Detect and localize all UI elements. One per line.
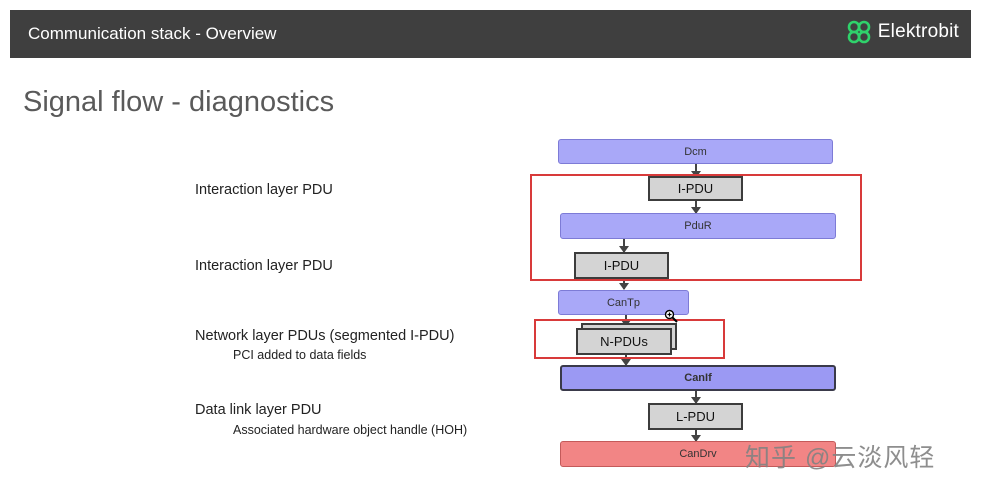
module-pdur: PduR	[560, 213, 836, 239]
slide-header: Communication stack - Overview Elektrobi…	[10, 10, 971, 58]
pdu-i-pdu-1: I-PDU	[648, 176, 743, 201]
label-interaction-layer-pdu-1: Interaction layer PDU	[195, 182, 333, 198]
label-data-link-sub: Associated hardware object handle (HOH)	[233, 423, 468, 437]
arrow-canif-to-lpdu	[691, 390, 701, 404]
highlight-network-layer	[534, 319, 725, 359]
label-network-layer-pdus: Network layer PDUs (segmented I-PDU)	[195, 328, 455, 344]
highlight-interaction-layer	[530, 174, 862, 281]
arrow-lpdu-to-candrv	[691, 430, 701, 442]
arrow-ipdu-to-cantp	[619, 278, 629, 290]
module-candrv: CanDrv	[560, 441, 836, 467]
brand: Elektrobit	[846, 19, 959, 45]
label-data-link-layer-pdu: Data link layer PDU	[195, 402, 322, 418]
module-dcm: Dcm	[558, 139, 833, 164]
arrow-pdur-to-ipdu	[619, 239, 629, 253]
arrow-npdus-to-canif	[621, 354, 631, 366]
pdu-i-pdu-2: I-PDU	[574, 252, 669, 279]
watermark: 知乎 @云淡风轻	[745, 444, 936, 472]
pdu-n-pdus: N-PDUs	[576, 328, 672, 355]
arrow-ipdu-to-pdur	[691, 200, 701, 214]
pdu-l-pdu: L-PDU	[648, 403, 743, 430]
brand-name: Elektrobit	[877, 21, 959, 42]
label-interaction-layer-pdu-2: Interaction layer PDU	[195, 258, 333, 274]
header-title: Communication stack - Overview	[28, 24, 277, 43]
label-network-sub: PCI added to data fields	[233, 348, 367, 362]
zoom-cursor-icon	[664, 309, 678, 323]
eb-logo-icon	[847, 20, 871, 44]
module-canif: CanIf	[560, 365, 836, 391]
slide-title: Signal flow - diagnostics	[23, 86, 335, 118]
